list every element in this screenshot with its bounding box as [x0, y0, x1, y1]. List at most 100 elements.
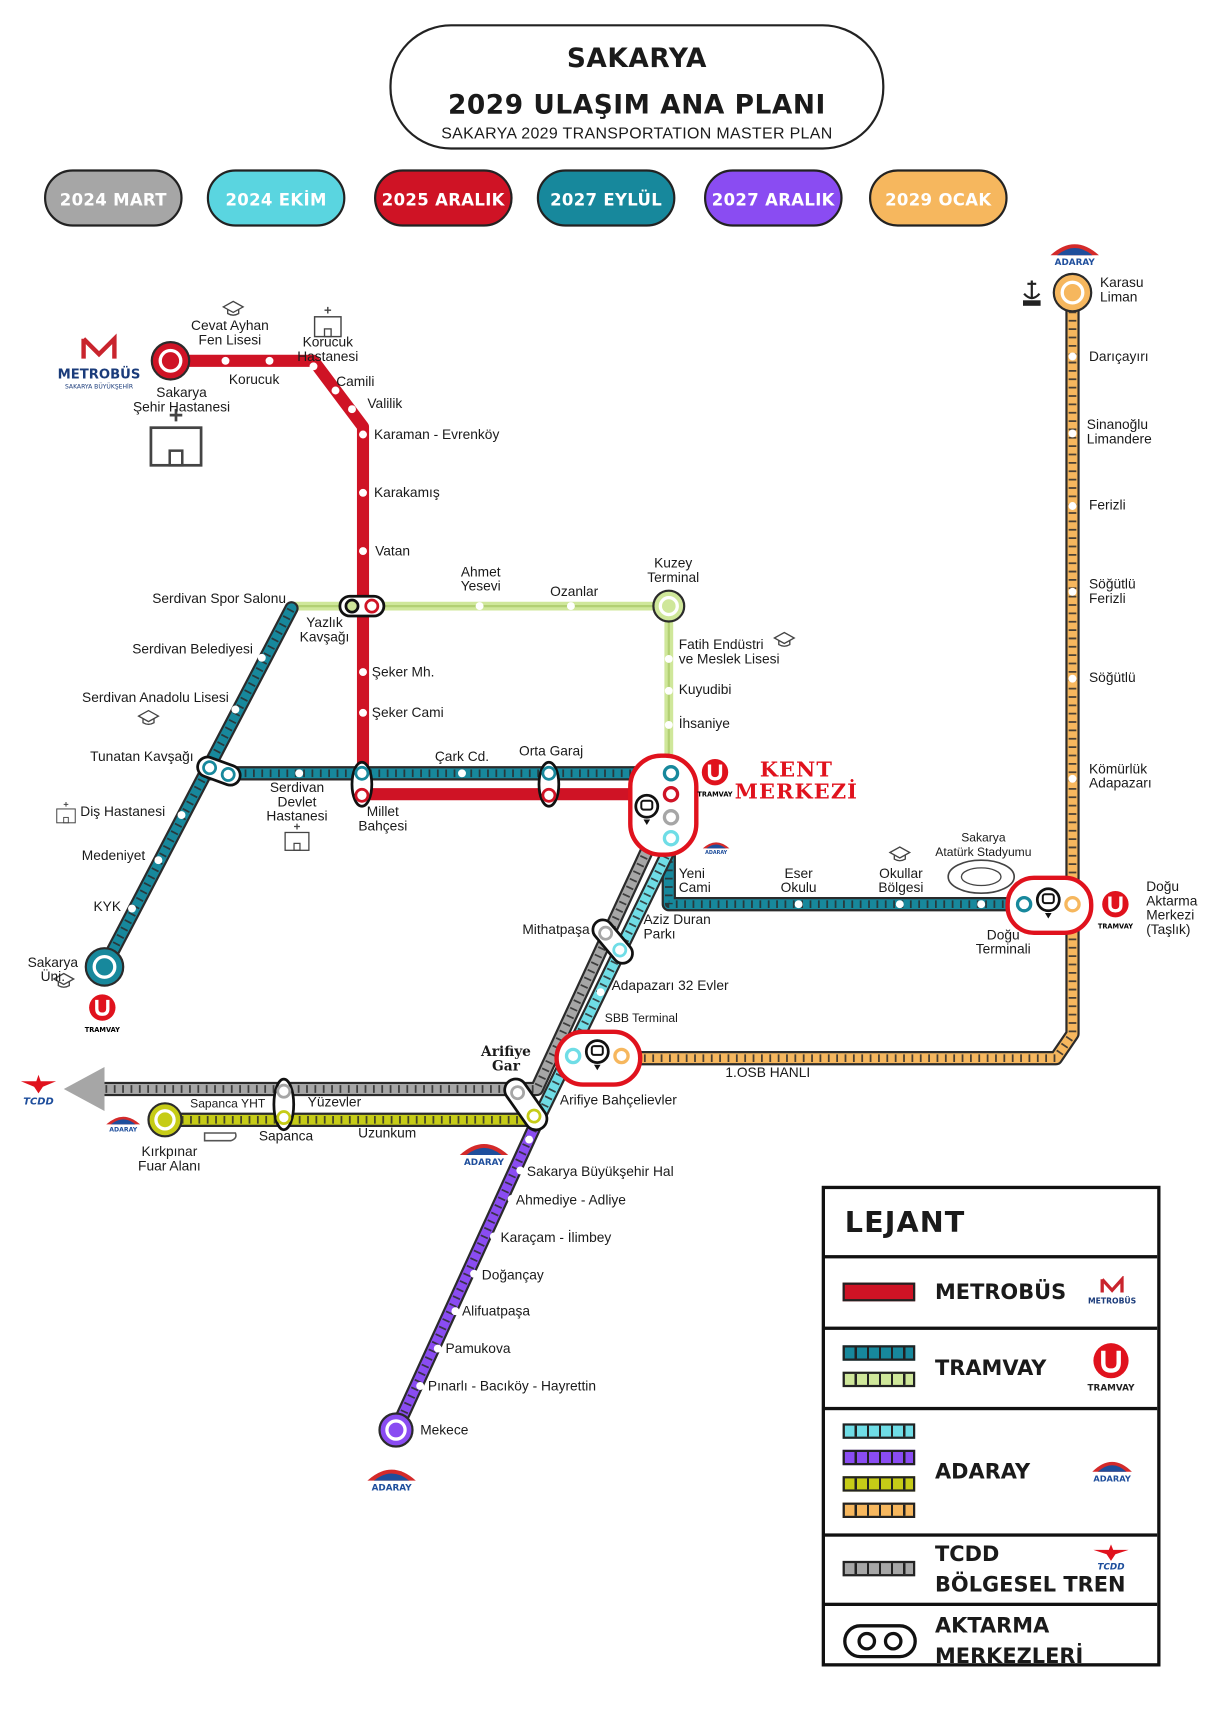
station-label-yesevi: Ahmet Yesevi: [460, 564, 501, 594]
station-label-camili: Camili: [336, 374, 375, 390]
tramvay-logo-kent-icon-text: TRAMVAY: [697, 790, 732, 798]
hub-orta: [537, 760, 561, 808]
hospital-icon-dis-cross: [63, 802, 69, 807]
cap-icon-okullar: [888, 846, 912, 862]
tcdd-logo-west-icon-text: TCDD: [23, 1096, 53, 1107]
adaray-logo-karasu-icon-text: ADARAY: [1055, 258, 1096, 268]
hospital-icon-sehir-door: [168, 449, 184, 467]
metrobus-stop-5: [359, 430, 367, 439]
cap-icon-sau-top: [52, 972, 76, 986]
tcdd-logo-icon: TCDD: [1093, 1544, 1129, 1572]
cap-icon-sau: [52, 972, 76, 988]
adaray-logo-mekece-icon-text: ADARAY: [372, 1484, 413, 1494]
hub-dogu-aktarma: [1005, 875, 1094, 936]
metrobus-stop-8: [359, 668, 367, 677]
hub-sapanca-dot-1: [276, 1110, 292, 1126]
legend-row-adaray: ADARAY ADARAY: [825, 1410, 1158, 1537]
hospital-icon-korucuk: [313, 306, 342, 338]
legend-swatch-adaray-cyan: [842, 1423, 916, 1439]
station-label-yeni-cami: Yeni Cami: [678, 865, 711, 896]
hospital-icon-devlet-door: [293, 842, 301, 851]
tcdd-logo-text: TCDD: [1097, 1563, 1124, 1572]
hospital-icon-dis: [56, 802, 76, 824]
station-label-karacam: Karaçam - İlimbey: [500, 1229, 612, 1246]
station-label-hal: Sakarya Büyükşehir Hal: [526, 1163, 674, 1180]
hub-kent-dot-2: [662, 809, 680, 826]
legend-swatch-adaray-yellow: [842, 1476, 916, 1492]
bus-icon-sbb-pin: [594, 1064, 601, 1071]
tram-blue-stop-6: [458, 769, 466, 778]
hub-arifiye: [503, 1077, 549, 1132]
adaray-orange-stop-5: [1068, 774, 1077, 783]
metrobus-logo-icon: METROBÜS: [1088, 1276, 1136, 1306]
adaray-purple-stop-0: [525, 1135, 534, 1144]
station-label-sogutlu: Söğütlü: [1089, 669, 1136, 686]
tramvay-logo-dogu-icon: TRAMVAY: [1098, 891, 1133, 930]
station-label-sapanca: Sapanca: [258, 1128, 314, 1144]
bus-icon-kent: [634, 793, 660, 819]
station-label-arifiye-gar: Arifiye Gar: [481, 1042, 531, 1074]
hub-kent-dot-3: [662, 829, 680, 847]
adaray-orange-stop-4: [1068, 674, 1077, 683]
hospital-icon-sehir-cross: [169, 408, 183, 422]
hub-sbb-dot-0: [564, 1047, 582, 1065]
station-label-karaman: Karaman - Evrenköy: [374, 426, 500, 443]
station-label-spor: Serdivan Spor Salonu: [152, 590, 286, 607]
station-label-tunatan: Tunatan Kavşağı: [90, 749, 194, 765]
adaray-logo-karasu-icon: ADARAY: [1050, 244, 1099, 268]
tram-blue-stop-8: [895, 900, 904, 909]
hub-arifiye-dot-1: [526, 1108, 542, 1124]
hospital-icon-dis-body: [56, 808, 76, 824]
legend-swatch-adaray-orange: [842, 1502, 916, 1518]
metrobus-terminal-north-inner: [158, 348, 183, 373]
hub-orta-dot-1: [541, 787, 557, 803]
adaray-terminal-kirkpinar-inner: [154, 1109, 176, 1131]
route-lines: [63, 287, 1080, 1438]
station-label-vatan: Vatan: [375, 543, 411, 559]
station-label-bahcelievler: Arifiye Bahçelievler: [559, 1092, 677, 1108]
station-label-korucuk-hast: Korucuk Hastanesi: [297, 334, 359, 365]
station-label-kuzey: Kuzey Terminal: [647, 555, 700, 586]
adaray-orange-line-ticks: [599, 294, 1077, 1063]
metrobus-m: [81, 333, 117, 359]
legend-row-aktarma: AKTARMA MERKEZLERİ: [825, 1606, 1157, 1679]
hub-orta-dot-0: [541, 765, 557, 781]
tram-blue-stop-5: [295, 769, 304, 778]
station-label-yazlik: Yazlık Kavşağı: [299, 614, 350, 645]
hub-dogu-dot-0: [1015, 895, 1033, 913]
hub-tunatan: [196, 755, 242, 787]
legend-swatch-tram-green: [842, 1371, 916, 1388]
tramvay-logo-dogu-icon-circle: [1102, 891, 1129, 918]
hub-kent-dot-0: [662, 765, 680, 782]
metrobus-map-sub: SAKARYA BÜYÜKŞEHİR: [65, 381, 134, 390]
hospital-icon-sehir: [149, 408, 203, 467]
metrobus-stop-3: [331, 386, 340, 395]
tram-green-stop-1: [566, 602, 575, 611]
legend-swatch-adaray-purple: [842, 1449, 916, 1466]
legend-label-tramvay: TRAMVAY: [935, 1356, 1047, 1381]
station-label-dis: Diş Hastanesi: [80, 804, 166, 820]
adaray-logo-kirkpinar-icon-text: ADARAY: [109, 1126, 138, 1133]
adaray-orange-stop-0: [1068, 352, 1077, 361]
tramvay-logo-kent-icon: TRAMVAY: [697, 759, 733, 798]
tram-green-stop-4: [664, 720, 673, 729]
bus-icon-kent-pin: [643, 819, 651, 825]
tramvay-logo-kent-icon-circle: [701, 759, 729, 786]
station-label-alifuat: Alifuatpaşa: [462, 1303, 531, 1319]
station-label-cevat: Cevat Ayhan Fen Lisesi: [191, 317, 269, 348]
tram-blue-stop-1: [231, 705, 240, 714]
tcdd-logo-west-icon: TCDD: [20, 1074, 57, 1107]
adaray-terminal-karasu-inner: [1060, 280, 1085, 305]
adaray-cyan-line-ticks: [533, 839, 677, 1124]
hub-sbb: [554, 1029, 643, 1087]
metrobus-stop-2: [309, 362, 318, 371]
cap-icon-fatih: [773, 631, 796, 647]
station-label-belediye: Serdivan Belediyesi: [132, 641, 253, 657]
tramvay-logo-sau-icon-u: [95, 999, 110, 1016]
legend-box: LEJANT METROBÜS METROBÜS TRAMVAY TRAMVAY: [821, 1185, 1161, 1669]
station-dots: [128, 352, 1077, 1390]
adaray-logo-kent-icon: ADARAY: [702, 842, 730, 856]
transfer-hubs: [84, 272, 1094, 1448]
hospital-icon-devlet: [284, 823, 310, 851]
adaray-terminal-mekece-inner: [385, 1419, 407, 1441]
